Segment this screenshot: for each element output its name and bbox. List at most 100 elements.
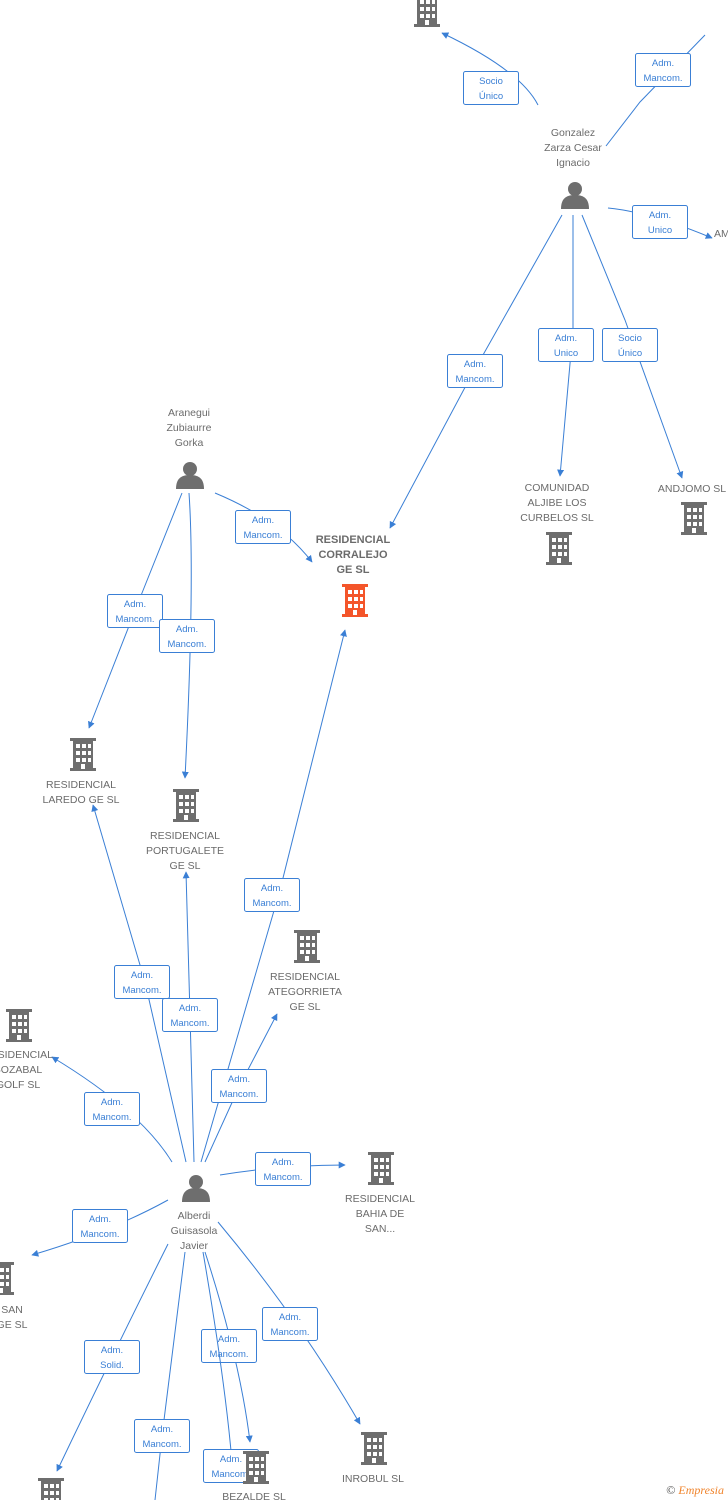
edge-gonzalez-offscreen_top_right-1[interactable]: Adm.Mancom. bbox=[605, 34, 706, 147]
edge-label-line: Adm. bbox=[652, 58, 674, 69]
edge-gonzalez-am_partial-2[interactable]: Adm.Unico bbox=[607, 205, 713, 239]
node-label-line: SOZABAL bbox=[0, 1064, 42, 1076]
person-icon bbox=[561, 182, 589, 209]
edge-alberdi-bezalde-17[interactable]: Adm. Mancom. bbox=[201, 1251, 257, 1443]
node-label-line: SAN bbox=[1, 1304, 23, 1316]
edge-alberdi-laredo-10[interactable]: Adm.Mancom. bbox=[91, 804, 187, 1163]
edge-label-box bbox=[201, 1329, 257, 1363]
edge-label-line: Adm. bbox=[555, 333, 577, 344]
node-label-line: RESIDENCIAL bbox=[150, 830, 220, 842]
node-label-line: GE SL bbox=[290, 1001, 321, 1013]
node-label-line: SAN... bbox=[365, 1223, 395, 1235]
person-icon bbox=[182, 1175, 210, 1202]
edge-label-box bbox=[635, 53, 691, 87]
node-label-line: Guisasola bbox=[171, 1225, 218, 1237]
edge-label-box bbox=[447, 354, 503, 388]
node-label-line: AM bbox=[714, 228, 728, 240]
building-icon bbox=[361, 1432, 387, 1465]
edge-alberdi-bezalde-18[interactable]: Adm. Mancom. bbox=[202, 1251, 259, 1483]
edge-label-box bbox=[262, 1307, 318, 1341]
node-label-line: INROBUL SL bbox=[342, 1473, 404, 1485]
node-label-line: COMUNIDAD bbox=[525, 482, 590, 494]
edge-label-box bbox=[255, 1152, 311, 1186]
node-label-line: LAREDO GE SL bbox=[42, 794, 119, 806]
edge-label-line: Adm. bbox=[279, 1312, 301, 1323]
building-icon bbox=[546, 532, 572, 565]
node-label-line: ATEGORRIETA bbox=[268, 986, 342, 998]
edge-label-line: Adm. bbox=[218, 1334, 240, 1345]
edge-label-line: Mancom. bbox=[252, 898, 291, 909]
node-corralejo[interactable]: RESIDENCIAL CORRALEJO GE SL bbox=[316, 534, 391, 617]
building-icon bbox=[294, 930, 320, 963]
edge-label-box bbox=[244, 878, 300, 912]
node-sozabal[interactable]: RESIDENCIALSOZABALGOLF SL bbox=[0, 1009, 53, 1091]
edge-line bbox=[441, 32, 539, 106]
edge-label-line: Mancom. bbox=[92, 1112, 131, 1123]
edge-label-line: Mancom. bbox=[122, 985, 161, 996]
edge-alberdi-bahia-14[interactable]: Adm.Mancom. bbox=[219, 1152, 346, 1186]
edge-label-line: Adm. bbox=[101, 1345, 123, 1356]
edge-label-line: Solid. bbox=[100, 1360, 124, 1371]
edge-gonzalez-aljibe-4[interactable]: Adm.Unico bbox=[538, 215, 594, 477]
building-icon bbox=[414, 0, 440, 27]
building-icon bbox=[173, 789, 199, 822]
edge-alberdi-san_ge-15[interactable]: Adm.Mancom. bbox=[31, 1199, 169, 1257]
edge-label-line: Adm. bbox=[124, 599, 146, 610]
edge-line bbox=[181, 492, 192, 779]
node-label-line: RESIDENCIAL bbox=[316, 534, 391, 546]
edge-label-line: Mancom. bbox=[243, 530, 282, 541]
node-label-line: CORRALEJO bbox=[318, 549, 388, 561]
edge-label-line: Adm. bbox=[228, 1074, 250, 1085]
person-icon bbox=[176, 462, 204, 489]
empresia-watermark: © Empresia bbox=[666, 1483, 724, 1498]
edge-label-box bbox=[107, 594, 163, 628]
edge-label-line: Mancom. bbox=[209, 1349, 248, 1360]
edge-line bbox=[202, 1251, 233, 1463]
edge-gonzalez-corralejo-3[interactable]: Adm.Mancom. bbox=[389, 214, 563, 529]
edge-aranegui-corralejo-6[interactable]: Adm.Mancom. bbox=[214, 492, 313, 563]
edge-label-box bbox=[538, 328, 594, 362]
edge-label-line: Mancom. bbox=[455, 374, 494, 385]
brand-name: mpresia bbox=[685, 1483, 724, 1497]
building-icon bbox=[6, 1009, 32, 1042]
edge-label-box bbox=[134, 1419, 190, 1453]
node-andjomo[interactable]: ANDJOMO SL bbox=[658, 483, 726, 535]
node-inrobul[interactable]: INROBUL SL bbox=[342, 1432, 404, 1485]
node-label-line: GOLF SL bbox=[0, 1079, 40, 1091]
edge-label-line: Unico bbox=[648, 225, 672, 236]
node-top_company[interactable] bbox=[414, 0, 440, 27]
edge-alberdi-portugalete-11[interactable]: Adm.Mancom. bbox=[162, 871, 218, 1163]
node-bottom_left[interactable] bbox=[38, 1478, 64, 1500]
brand-initial: E bbox=[678, 1483, 686, 1497]
edge-alberdi-offscreen_bottom-20[interactable]: Adm.Mancom. bbox=[134, 1251, 190, 1500]
edge-label-line: Socio bbox=[618, 333, 642, 344]
edge-alberdi-bottom_left-19[interactable]: Adm. Solid. bbox=[56, 1243, 169, 1472]
edge-alberdi-inrobul-16[interactable]: Adm.Mancom. bbox=[217, 1221, 361, 1425]
edge-alberdi-ategorrieta-12[interactable]: Adm.Mancom. bbox=[204, 1013, 278, 1163]
edge-alberdi-corralejo-9[interactable]: Adm. Mancom. bbox=[200, 629, 347, 1163]
node-label-line: GE SL bbox=[336, 564, 369, 576]
edge-aranegui-portugalete-8[interactable]: Adm.Mancom. bbox=[159, 492, 215, 779]
edge-label-line: Adm. bbox=[179, 1003, 201, 1014]
building-icon bbox=[342, 584, 368, 617]
node-am_partial[interactable]: AM bbox=[714, 204, 728, 240]
edge-aranegui-laredo-7[interactable]: Adm.Mancom. bbox=[88, 492, 183, 729]
node-label-line: Ignacio bbox=[556, 157, 590, 169]
edge-label-box bbox=[84, 1340, 140, 1374]
node-bezalde[interactable]: BEZALDE SL bbox=[222, 1451, 286, 1500]
edge-label-line: Mancom. bbox=[80, 1229, 119, 1240]
edge-line bbox=[154, 1251, 186, 1500]
edge-label-line: Adm. bbox=[261, 883, 283, 894]
edge-alberdi-sozabal-13[interactable]: Adm.Mancom. bbox=[51, 1056, 173, 1163]
